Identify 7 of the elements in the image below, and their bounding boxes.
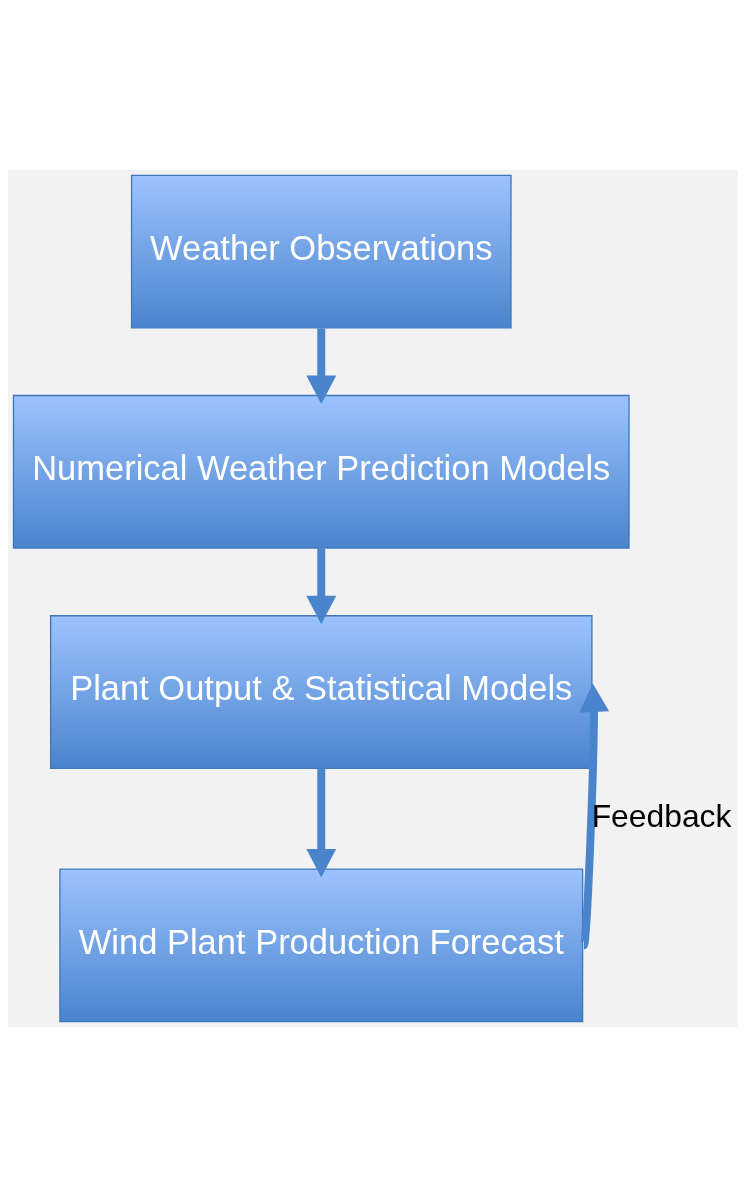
- arrow: [306, 327, 337, 404]
- node-box: Plant Output & Statistical Models: [49, 614, 593, 769]
- node-box: Weather Observations: [130, 174, 512, 329]
- node-box: Numerical Weather Prediction Models: [12, 394, 630, 549]
- arrow: [306, 768, 337, 877]
- arrow: [306, 548, 337, 624]
- node-box: Wind Plant Production Forecast: [59, 867, 584, 1022]
